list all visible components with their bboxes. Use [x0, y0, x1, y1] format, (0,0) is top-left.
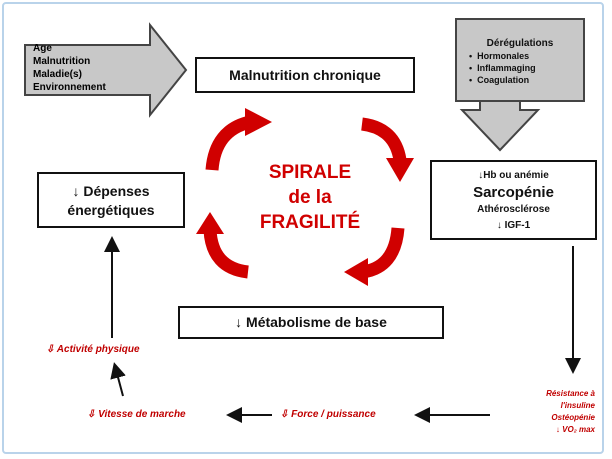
factor: Environnement	[33, 82, 106, 93]
center-line: FRAGILITÉ	[259, 212, 361, 233]
dysregulation-item: • Hormonales	[469, 51, 530, 61]
force-label: ⇩ Force / puissance	[280, 409, 376, 420]
sarcopenia-line: ↓ IGF-1	[496, 220, 531, 231]
dysregulation-box: Dérégulations • Hormonales • Inflammagin…	[455, 18, 585, 102]
arrow-vitesse-to-activite	[110, 362, 126, 397]
dysregulation-item: • Coagulation	[469, 75, 530, 85]
block-arrow-down	[459, 99, 541, 152]
depenses-line: ↓ Dépenses	[72, 183, 150, 199]
resistance-line: l'insuline	[560, 401, 595, 410]
resistance-line: Résistance à	[546, 389, 595, 398]
depenses-line: énergétiques	[67, 202, 155, 218]
resistance-text: Résistance à l'insuline Ostéopénie ↓ VO₂…	[505, 388, 595, 436]
sarcopenia-title: Sarcopénie	[473, 184, 554, 201]
sarcopenia-line: Athérosclérose	[477, 204, 550, 215]
dysregulation-title: Dérégulations	[486, 38, 554, 49]
left-factors: Age Malnutrition Maladie(s) Environnemen…	[33, 42, 106, 94]
factor: Maladie(s)	[33, 69, 82, 80]
factor: Malnutrition	[33, 56, 91, 67]
activite-label: ⇩ Activité physique	[46, 344, 140, 355]
resistance-line: ↓ VO₂ max	[555, 425, 595, 434]
sarcopenia-box: ↓Hb ou anémie Sarcopénie Athérosclérose …	[430, 160, 597, 240]
dysregulation-item: • Inflammaging	[469, 63, 536, 73]
block-arrow-right	[24, 22, 188, 118]
resistance-line: Ostéopénie	[551, 413, 595, 422]
malnutrition-box: Malnutrition chronique	[195, 57, 415, 93]
sarcopenia-line: ↓Hb ou anémie	[478, 170, 549, 181]
factor: Age	[33, 43, 52, 54]
depenses-box: ↓ Dépenses énergétiques	[37, 172, 185, 228]
center-title: SPIRALE de la FRAGILITÉ	[240, 160, 380, 235]
metabolisme-box: ↓ Métabolisme de base	[178, 306, 444, 339]
center-line: SPIRALE	[268, 162, 352, 183]
center-line: de la	[288, 187, 332, 208]
frame	[2, 2, 604, 454]
vitesse-label: ⇩ Vitesse de marche	[87, 409, 186, 420]
